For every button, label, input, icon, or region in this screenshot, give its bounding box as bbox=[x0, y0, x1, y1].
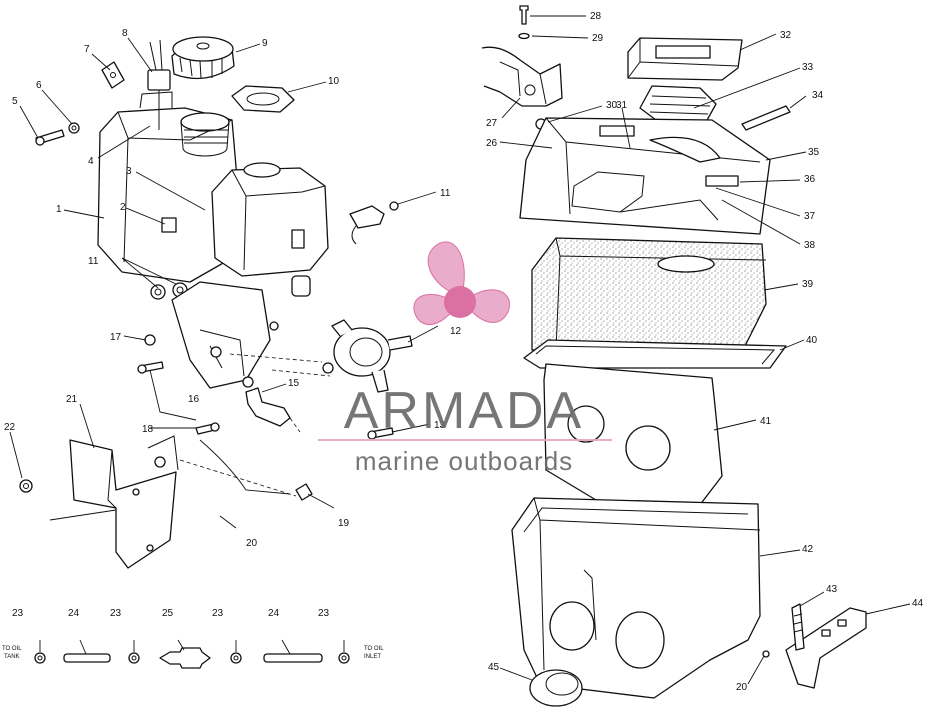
oil-pump bbox=[322, 319, 413, 393]
callout-24-a: 24 bbox=[68, 608, 80, 619]
callout-7: 7 bbox=[84, 44, 90, 55]
callout-1: 1 bbox=[56, 204, 62, 215]
callout-9: 9 bbox=[262, 38, 268, 49]
callout-11-right: 11 bbox=[440, 188, 451, 199]
callout-24-b: 24 bbox=[268, 608, 280, 619]
foam-filter bbox=[531, 237, 767, 351]
callout-15: 15 bbox=[288, 378, 300, 389]
callout-27: 27 bbox=[486, 118, 498, 129]
callout-numbers: 1 2 3 4 5 6 7 8 9 10 11 11 12 13 15 16 1… bbox=[4, 11, 924, 693]
callout-20-right: 20 bbox=[736, 682, 748, 693]
air-intake-hose bbox=[481, 46, 563, 107]
filter-frame bbox=[627, 37, 743, 81]
reservoir-tank bbox=[211, 162, 329, 297]
tank-washer bbox=[68, 122, 80, 134]
to-oil-tank-label-1: TO OIL bbox=[2, 646, 22, 652]
callout-36: 36 bbox=[804, 174, 816, 185]
strip-34 bbox=[741, 105, 791, 131]
armada-watermark: ARMADA marine outboards bbox=[318, 241, 612, 476]
callout-23-d: 23 bbox=[318, 608, 330, 619]
oil-line-labels: TO OIL TANK TO OIL INLET bbox=[2, 646, 384, 660]
callout-44: 44 bbox=[912, 598, 924, 609]
tank-screw bbox=[35, 129, 65, 146]
screw-28 bbox=[518, 5, 530, 40]
callout-32: 32 bbox=[780, 30, 792, 41]
callout-20-left: 20 bbox=[246, 538, 258, 549]
bracket-44 bbox=[785, 607, 867, 689]
callout-23-b: 23 bbox=[110, 608, 122, 619]
brand-wordmark: ARMADA bbox=[344, 382, 584, 440]
tank-cap bbox=[171, 36, 235, 80]
callout-22: 22 bbox=[4, 422, 16, 433]
to-oil-inlet-label-2: INLET bbox=[364, 654, 381, 660]
callout-5: 5 bbox=[12, 96, 18, 107]
to-oil-inlet-label-1: TO OIL bbox=[364, 646, 384, 652]
callout-35: 35 bbox=[808, 147, 820, 158]
airbox-cover bbox=[519, 117, 771, 235]
clamp-43 bbox=[791, 603, 805, 651]
callout-12: 12 bbox=[450, 326, 462, 337]
mounting-bracket bbox=[171, 281, 279, 389]
propeller-logo-icon bbox=[413, 241, 510, 325]
filler-neck bbox=[180, 112, 230, 157]
callout-11-left: 11 bbox=[88, 256, 99, 267]
callout-23-c: 23 bbox=[212, 608, 224, 619]
callout-23-a: 23 bbox=[12, 608, 24, 619]
baffle-plate bbox=[543, 363, 723, 511]
to-oil-tank-label-2: TANK bbox=[4, 654, 20, 660]
fitting-11 bbox=[349, 201, 399, 245]
leader-lines bbox=[9, 15, 911, 685]
support-bracket bbox=[49, 435, 179, 569]
cap-gasket bbox=[231, 85, 295, 113]
callout-4: 4 bbox=[88, 156, 94, 167]
callout-33: 33 bbox=[802, 62, 814, 73]
callout-13: 13 bbox=[434, 420, 446, 431]
callout-19: 19 bbox=[338, 518, 350, 529]
callout-25: 25 bbox=[162, 608, 174, 619]
oil-line-kit bbox=[34, 647, 350, 669]
callout-17: 17 bbox=[110, 332, 122, 343]
callout-38: 38 bbox=[804, 240, 816, 251]
callout-30: 30 bbox=[606, 100, 618, 111]
callout-41: 41 bbox=[760, 416, 772, 427]
callout-42: 42 bbox=[802, 544, 814, 555]
bracket-clip bbox=[101, 61, 125, 89]
callout-31: 31 bbox=[616, 100, 628, 111]
filter-gasket bbox=[523, 339, 787, 369]
callout-39: 39 bbox=[802, 279, 814, 290]
callout-10: 10 bbox=[328, 76, 340, 87]
callout-43: 43 bbox=[826, 584, 838, 595]
callout-6: 6 bbox=[36, 80, 42, 91]
level-sensor bbox=[147, 39, 171, 130]
callout-37: 37 bbox=[804, 211, 816, 222]
callout-28: 28 bbox=[590, 11, 602, 22]
callout-8: 8 bbox=[122, 28, 128, 39]
callout-45: 45 bbox=[488, 662, 500, 673]
callout-34: 34 bbox=[812, 90, 824, 101]
callout-18: 18 bbox=[142, 424, 154, 435]
airbox-base bbox=[511, 497, 761, 699]
elbow-fitting bbox=[242, 376, 291, 427]
small-hardware bbox=[19, 334, 394, 501]
callout-26: 26 bbox=[486, 138, 498, 149]
callout-16: 16 bbox=[188, 394, 200, 405]
callout-21: 21 bbox=[66, 394, 78, 405]
brand-tagline: marine outboards bbox=[355, 446, 573, 476]
callout-29: 29 bbox=[592, 33, 604, 44]
callout-3: 3 bbox=[126, 166, 132, 177]
plug-45 bbox=[529, 669, 583, 707]
callout-2: 2 bbox=[120, 202, 126, 213]
fastener-20 bbox=[762, 650, 770, 658]
callout-40: 40 bbox=[806, 335, 818, 346]
